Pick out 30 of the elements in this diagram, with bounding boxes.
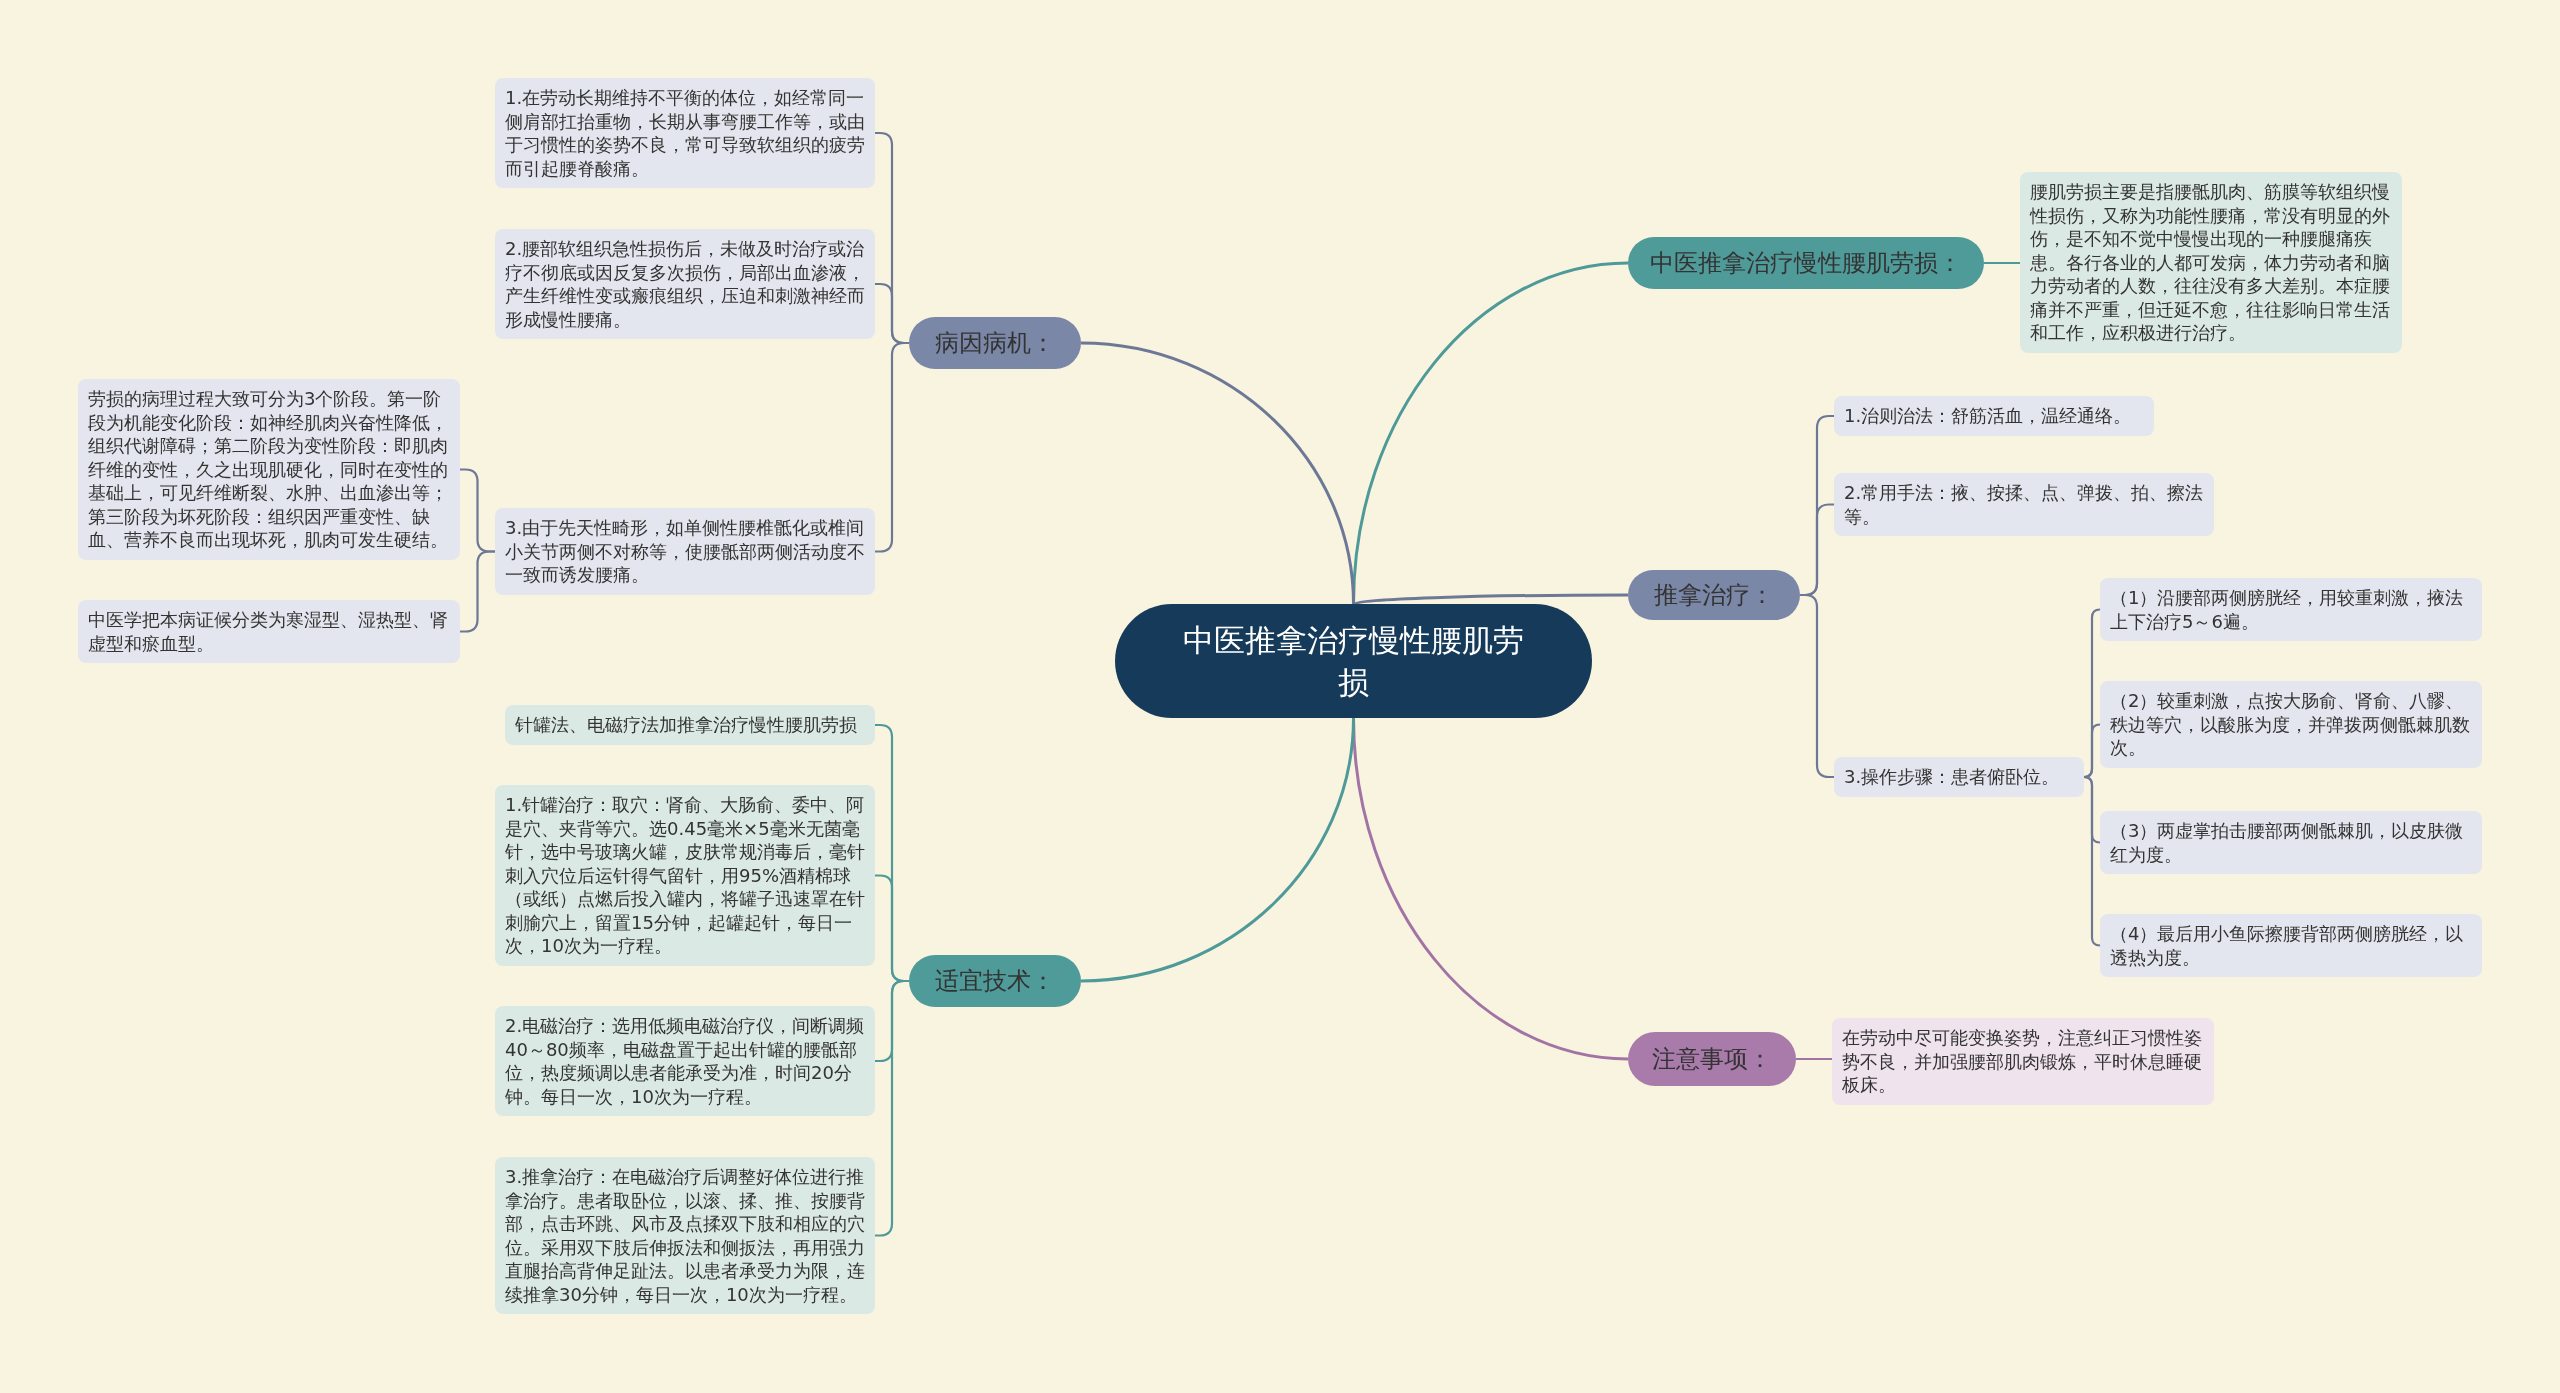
subtopic-card: 针罐法、电磁疗法加推拿治疗慢性腰肌劳损: [505, 705, 875, 745]
branch-topic: 注意事项：: [1628, 1032, 1796, 1086]
connector-line: [1984, 261, 2020, 265]
branch-topic: 推拿治疗：: [1628, 570, 1800, 620]
branch-topic: 中医推拿治疗慢性腰肌劳损：: [1628, 237, 1984, 289]
subtopic-card: 1.针罐治疗：取穴：肾俞、大肠俞、委中、阿是穴、夹背等穴。选0.45毫米×5毫米无菌毫针，选中号玻璃火罐，皮肤常规消毒后，毫针刺入穴位后运针得气留针，用95%酒精棉球（或纸）点燃后投入罐内，将罐子迅速罩在针刺腧穴上，留置15分钟，起罐起针，每日一次，10次为一疗程。: [495, 785, 875, 966]
subtopic-card: （1）沿腰部两侧膀胱经，用较重刺激，掖法上下治疗5～6遍。: [2100, 578, 2482, 641]
subtopic-card: 2.电磁治疗：选用低频电磁治疗仪，间断调频40～80频率，电磁盘置于起出针罐的腰骶部位，热度频调以患者能承受为准，时间20分钟。每日一次，10次为一疗程。: [495, 1006, 875, 1116]
subtopic-card: （2）较重刺激，点按大肠俞、肾俞、八髎、秩边等穴，以酸胀为度，并弹拨两侧骶棘肌数次。: [2100, 681, 2482, 768]
subtopic-card: 劳损的病理过程大致可分为3个阶段。第一阶段为机能变化阶段：如神经肌肉兴奋性降低，组织代谢障碍；第二阶段为变性阶段：即肌肉纤维的变性，久之出现肌硬化，同时在变性的基础上，可见纤维断裂、水肿、出血渗出等；第三阶段为坏死阶段：组织因严重变性、缺血、营养不良而出现坏死，肌肉可发生硬结。: [78, 379, 460, 560]
connector-line: [1352, 593, 1628, 606]
subtopic-card: 3.操作步骤：患者俯卧位。: [1834, 757, 2084, 797]
connector-line: [1080, 341, 1355, 605]
central-topic: 中医推拿治疗慢性腰肌劳损: [1115, 604, 1592, 718]
subtopic-card: （3）两虚掌拍击腰部两侧骶棘肌，以皮肤微红为度。: [2100, 811, 2482, 874]
connector-line: [1080, 717, 1355, 983]
connector-line: [2082, 775, 2102, 947]
subtopic-card: 2.常用手法：掖、按揉、点、弹拨、拍、擦法等。: [1834, 473, 2214, 536]
subtopic-card: 1.治则治法：舒筋活血，温经通络。: [1834, 396, 2154, 436]
branch-topic: 病因病机：: [909, 317, 1081, 369]
subtopic-card: 3.由于先天性畸形，如单侧性腰椎骶化或椎间小关节两侧不对称等，使腰骶部两侧活动度不一致而诱发腰痛。: [495, 508, 875, 595]
subtopic-card: 在劳动中尽可能变换姿势，注意纠正习惯性姿势不良，并加强腰部肌肉锻炼，平时休息睡硬板床。: [1832, 1018, 2214, 1105]
subtopic-card: 1.在劳动长期维持不平衡的体位，如经常同一侧肩部扛抬重物，长期从事弯腰工作等，或由于习惯性的姿势不良，常可导致软组织的疲劳而引起腰脊酸痛。: [495, 78, 875, 188]
subtopic-card: 中医学把本病证候分类为寒湿型、湿热型、肾虚型和瘀血型。: [78, 600, 460, 663]
subtopic-card: （4）最后用小鱼际擦腰背部两侧膀胱经，以透热为度。: [2100, 914, 2482, 977]
subtopic-card: 腰肌劳损主要是指腰骶肌肉、筋膜等软组织慢性损伤，又称为功能性腰痛，常没有明显的外伤，是不知不觉中慢慢出现的一种腰腿痛疾患。各行各业的人都可发病，体力劳动者和脑力劳动者的人数，往往没有多大差别。本症腰痛并不严重，但迁延不愈，往往影响日常生活和工作，应积极进行治疗。: [2020, 172, 2402, 353]
subtopic-card: 2.腰部软组织急性损伤后，未做及时治疗或治疗不彻底或因反复多次损伤，局部出血渗液，产生纤维性变或瘢痕组织，压迫和刺激神经而形成慢性腰痛。: [495, 229, 875, 339]
connector-line: [1796, 1057, 1832, 1061]
branch-topic: 适宜技术：: [909, 955, 1081, 1007]
subtopic-card: 3.推拿治疗：在电磁治疗后调整好体位进行推拿治疗。患者取卧位，以滚、揉、推、按腰背部，点击环跳、风市及点揉双下肢和相应的穴位。采用双下肢后伸扳法和侧扳法，再用强力直腿抬高背伸足趾法。以患者承受力为限，连续推拿30分钟，每日一次，10次为一疗程。: [495, 1157, 875, 1314]
